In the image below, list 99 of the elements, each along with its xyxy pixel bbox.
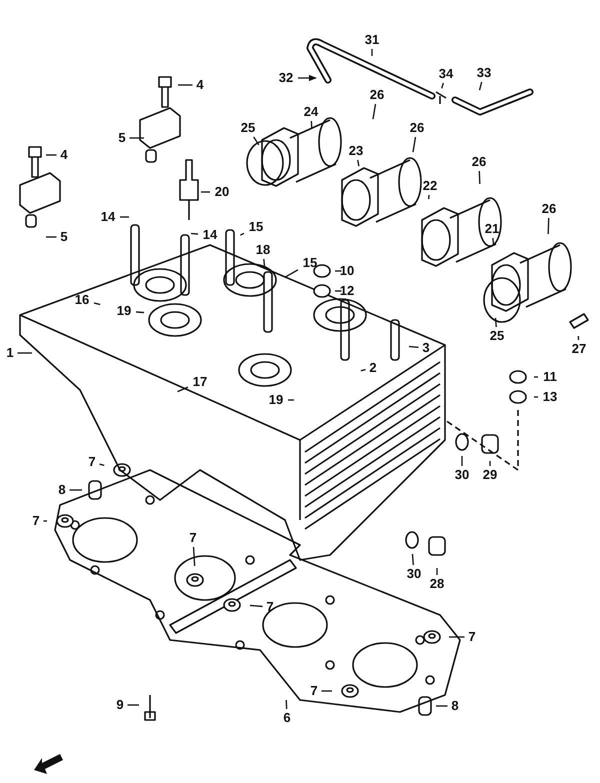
- leader-line: [288, 399, 294, 401]
- callout-number: 22: [419, 178, 441, 194]
- leader-line: [371, 49, 373, 56]
- leader-line: [436, 705, 448, 707]
- callout-number: 34: [435, 66, 457, 82]
- leader-line: [136, 311, 144, 314]
- callout-number: 7: [30, 513, 42, 529]
- leader-line: [190, 232, 198, 235]
- callout-number: 4: [58, 147, 70, 163]
- leader-line: [335, 290, 342, 292]
- leader-line: [120, 216, 129, 218]
- leader-line: [412, 136, 416, 152]
- callout-number: 5: [116, 130, 128, 146]
- callout-number: 13: [539, 389, 561, 405]
- leader-line: [46, 154, 56, 156]
- callout-number: 11: [539, 369, 561, 385]
- callout-number: 15: [245, 219, 267, 235]
- leader-line: [46, 236, 56, 238]
- leader-line: [44, 520, 47, 522]
- callout-number: 28: [426, 576, 448, 592]
- callout-number: 2: [366, 360, 380, 376]
- leader-line: [99, 463, 104, 466]
- leader-line: [534, 396, 538, 398]
- callout-number: 14: [97, 209, 119, 225]
- leader-line: [441, 82, 444, 88]
- callout-number: 12: [336, 283, 358, 299]
- callout-number: 14: [199, 227, 221, 243]
- leader-line: [177, 386, 188, 392]
- leader-line: [461, 456, 463, 466]
- callout-number: 26: [406, 120, 428, 136]
- leader-line: [240, 232, 244, 236]
- leader-line: [489, 461, 491, 466]
- callout-number: 32: [275, 70, 297, 86]
- leader-line: [284, 269, 298, 278]
- leader-line: [534, 376, 538, 378]
- callout-number: 27: [568, 341, 590, 357]
- leader-line: [253, 136, 260, 146]
- leader-line: [478, 82, 482, 90]
- leader-line: [360, 369, 366, 372]
- callout-number: 26: [366, 87, 388, 103]
- callout-number: 31: [361, 32, 383, 48]
- callout-number: 7: [86, 454, 98, 470]
- callout-number: 33: [473, 65, 495, 81]
- callout-number: 26: [468, 154, 490, 170]
- callout-number: 16: [71, 292, 93, 308]
- callout-number: 1: [4, 345, 16, 361]
- leader-line: [408, 346, 419, 348]
- callout-number: 3: [420, 340, 432, 356]
- callout-number: 23: [345, 143, 367, 159]
- leader-line: [478, 170, 480, 184]
- callout-number: 30: [451, 467, 473, 483]
- callout-number: 25: [486, 328, 508, 344]
- callout-number: 15: [299, 255, 321, 271]
- callout-number: 7: [308, 683, 320, 699]
- callout-number: 19: [113, 303, 135, 319]
- leader-line: [412, 554, 414, 566]
- leader-line: [250, 604, 263, 608]
- callout-number: 18: [252, 242, 274, 258]
- callout-number: 8: [56, 482, 68, 498]
- leader-line: [357, 160, 360, 166]
- callout-number: 8: [448, 698, 462, 714]
- leader-line: [178, 84, 192, 86]
- leader-line: [130, 137, 144, 139]
- callout-number: 10: [336, 263, 358, 279]
- callout-number: 20: [211, 184, 233, 200]
- callout-number: 5: [58, 229, 70, 245]
- leader-line: [449, 636, 464, 638]
- leader-line: [94, 302, 100, 306]
- leader-line: [201, 191, 210, 193]
- callout-number: 26: [538, 201, 560, 217]
- leader-line: [548, 218, 550, 234]
- callout-number: 19: [265, 392, 287, 408]
- callout-number: 25: [237, 120, 259, 136]
- callout-number: 17: [189, 374, 211, 390]
- callout-number: 7: [264, 599, 276, 615]
- leader-line: [494, 318, 497, 328]
- leader-line: [298, 74, 317, 82]
- leader-line: [372, 104, 376, 120]
- callout-number: 29: [479, 467, 501, 483]
- leader-line: [322, 690, 332, 692]
- callout-number: 7: [186, 530, 200, 546]
- callout-number: 24: [300, 104, 322, 120]
- leader-line: [428, 194, 430, 200]
- leader-line: [18, 352, 32, 354]
- callout-number: 4: [194, 77, 206, 93]
- callout-number: 9: [114, 697, 126, 713]
- leader-line: [436, 568, 438, 575]
- leader-line: [310, 120, 312, 130]
- leader-line: [263, 258, 266, 266]
- leader-line: [128, 704, 139, 706]
- leader-line: [192, 546, 196, 566]
- callout-number: 7: [466, 629, 478, 645]
- leader-line: [578, 336, 580, 340]
- callout-number: 6: [280, 710, 294, 726]
- leader-line: [492, 238, 494, 244]
- leader-line: [335, 270, 342, 272]
- callout-number: 30: [403, 566, 425, 582]
- leader-line: [70, 489, 82, 491]
- leader-line: [286, 700, 288, 710]
